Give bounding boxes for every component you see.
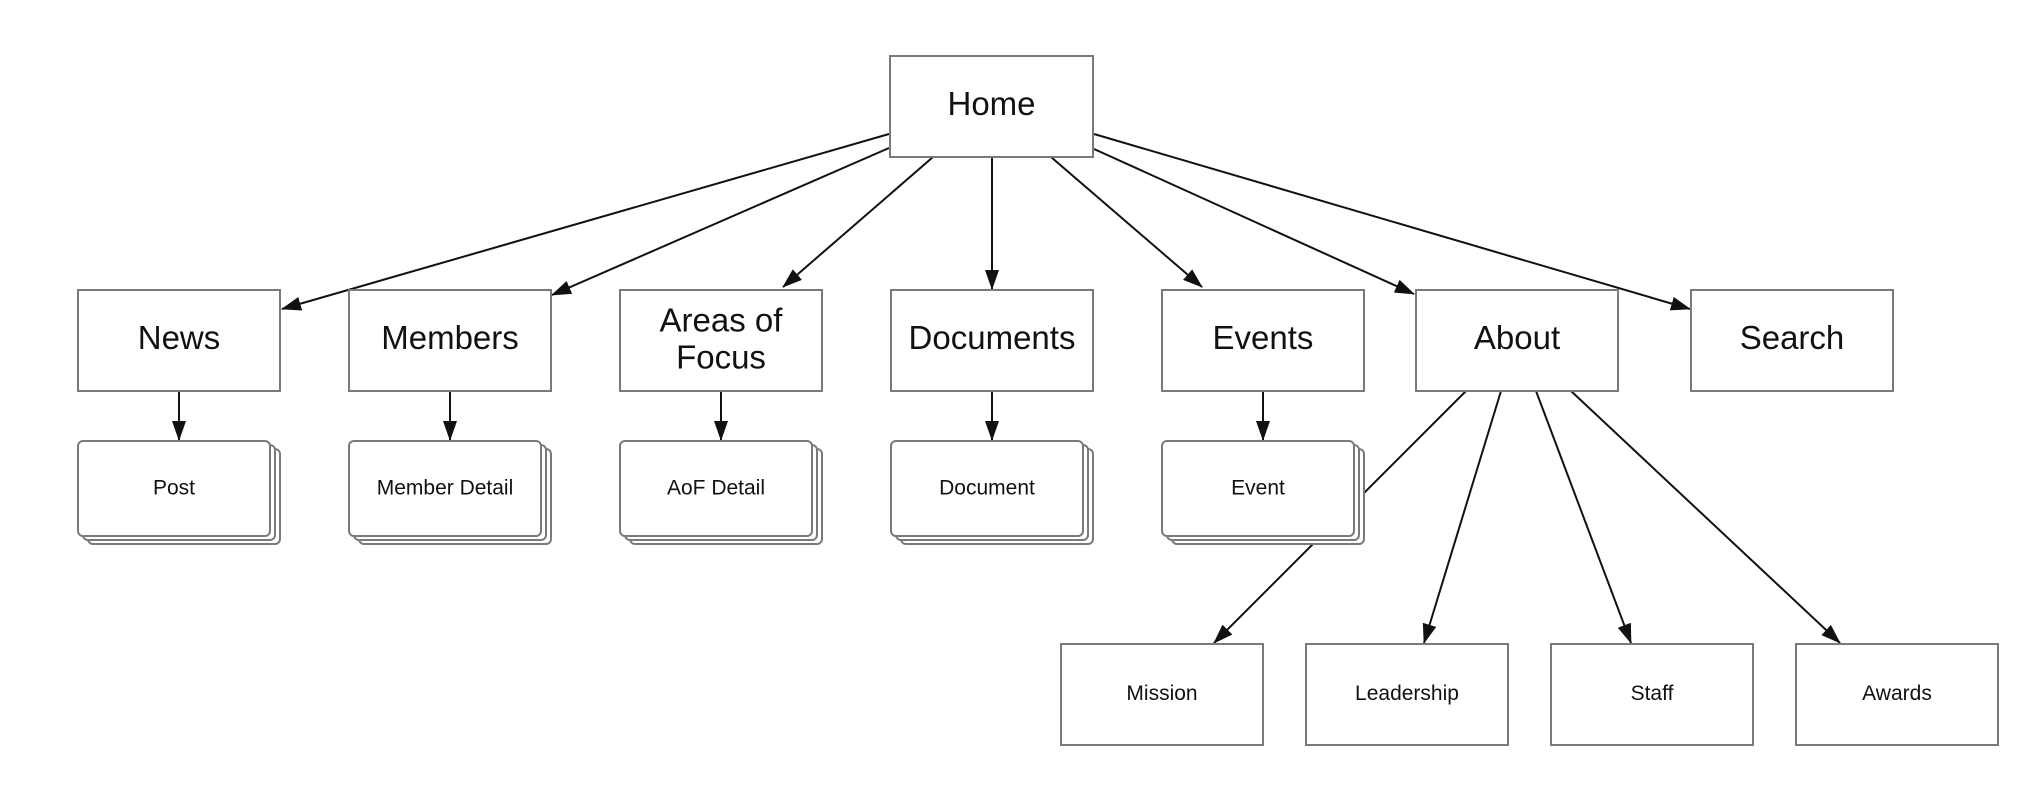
node-areas-label-line2: Focus <box>676 339 766 376</box>
edge-about-awards <box>1570 390 1841 644</box>
node-documents-label: Documents <box>909 319 1076 356</box>
node-aof-detail-label: AoF Detail <box>667 477 765 500</box>
edge-about-leadership <box>1422 390 1502 644</box>
node-post-stack[interactable]: Post <box>77 440 281 545</box>
node-event-label: Event <box>1231 477 1285 500</box>
node-document-stack[interactable]: Document <box>890 440 1094 545</box>
node-event-stack[interactable]: Event <box>1161 440 1365 545</box>
node-news[interactable]: News <box>77 289 281 392</box>
node-home-label: Home <box>947 85 1035 122</box>
node-post-label: Post <box>153 477 195 500</box>
node-documents[interactable]: Documents <box>890 289 1094 392</box>
node-leadership[interactable]: Leadership <box>1305 643 1509 746</box>
node-events[interactable]: Events <box>1161 289 1365 392</box>
node-search[interactable]: Search <box>1690 289 1894 392</box>
node-staff[interactable]: Staff <box>1550 643 1754 746</box>
edge-home-about <box>1093 148 1415 295</box>
node-member-detail-stack[interactable]: Member Detail <box>348 440 552 545</box>
node-home[interactable]: Home <box>889 55 1094 158</box>
node-awards-label: Awards <box>1862 682 1932 705</box>
node-members[interactable]: Members <box>348 289 552 392</box>
node-leadership-label: Leadership <box>1355 682 1459 705</box>
node-mission-label: Mission <box>1126 682 1197 705</box>
node-areas-label-line1: Areas of <box>660 302 784 339</box>
edge-home-search <box>1093 133 1691 311</box>
node-about-label: About <box>1474 319 1560 356</box>
edge-home-members <box>551 147 890 296</box>
node-member-detail-label: Member Detail <box>377 477 514 500</box>
edge-home-events <box>1050 156 1203 288</box>
node-areas-of-focus[interactable]: Areas of Focus <box>619 289 823 392</box>
edge-home-areas <box>782 156 934 288</box>
edge-home-news <box>281 133 890 311</box>
node-members-label: Members <box>381 319 519 356</box>
node-news-label: News <box>138 319 221 356</box>
node-aof-detail-stack[interactable]: AoF Detail <box>619 440 823 545</box>
node-awards[interactable]: Awards <box>1795 643 1999 746</box>
node-about[interactable]: About <box>1415 289 1619 392</box>
node-staff-label: Staff <box>1631 682 1674 705</box>
node-events-label: Events <box>1213 319 1314 356</box>
node-mission[interactable]: Mission <box>1060 643 1264 746</box>
node-document-label: Document <box>939 477 1035 500</box>
node-search-label: Search <box>1740 319 1845 356</box>
edge-about-staff <box>1535 390 1632 644</box>
